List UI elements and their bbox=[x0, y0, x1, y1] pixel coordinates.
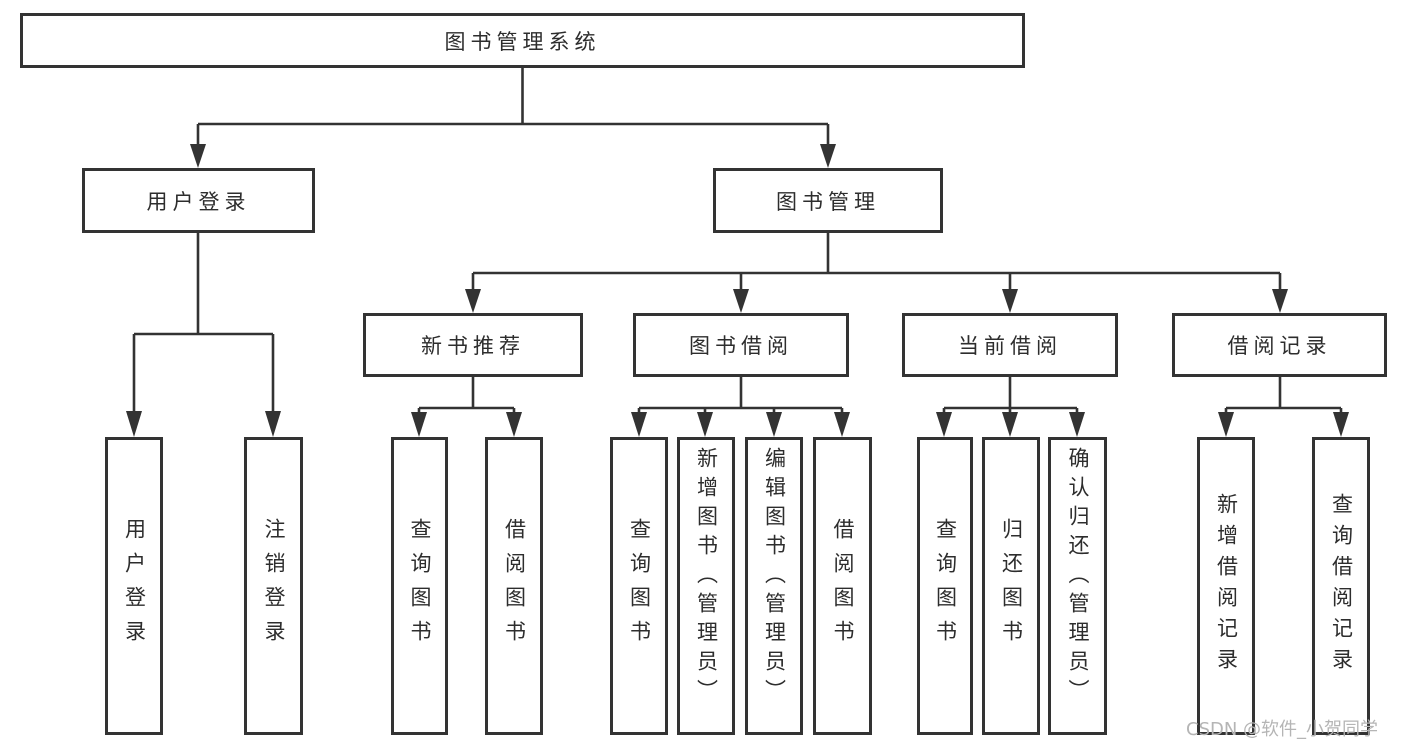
node-query-borrow-record: 查询借阅记录 bbox=[1312, 437, 1370, 735]
node-borrow-records: 借阅记录 bbox=[1172, 313, 1387, 377]
node-current-borrow: 当前借阅 bbox=[902, 313, 1118, 377]
node-logout: 注销登录 bbox=[244, 437, 303, 735]
connector-borrow-records-branch bbox=[1218, 377, 1349, 437]
node-edit-book-admin: 编辑图书（管理员） bbox=[745, 437, 803, 735]
node-user-login-leaf-label: 用户登录 bbox=[122, 518, 147, 654]
node-user-login-leaf: 用户登录 bbox=[105, 437, 163, 735]
node-query-book-recommend: 查询图书 bbox=[391, 437, 448, 735]
node-new-book-recommend: 新书推荐 bbox=[363, 313, 583, 377]
node-user-login-label: 用户登录 bbox=[146, 189, 251, 214]
node-add-book-admin: 新增图书（管理员） bbox=[677, 437, 735, 735]
node-edit-book-admin-label: 编辑图书（管理员） bbox=[762, 447, 787, 708]
node-query-book-borrow: 查询图书 bbox=[610, 437, 668, 735]
node-book-management-label: 图书管理 bbox=[776, 189, 880, 214]
node-user-login: 用户登录 bbox=[82, 168, 315, 233]
node-library-system: 图书管理系统 bbox=[20, 13, 1025, 68]
connector-current-borrow-branch bbox=[936, 377, 1085, 437]
node-borrow-records-label: 借阅记录 bbox=[1227, 334, 1332, 358]
connector-book-borrow-branch bbox=[631, 377, 850, 437]
connector-new-book-branch bbox=[411, 377, 522, 437]
connector-book-management-branch bbox=[465, 233, 1288, 313]
watermark: CSDN @软件_小贺同学 bbox=[1186, 719, 1379, 740]
node-query-book-recommend-label: 查询图书 bbox=[408, 518, 432, 654]
node-confirm-return-admin-label: 确认归还（管理员） bbox=[1066, 447, 1090, 708]
node-query-book-current-label: 查询图书 bbox=[933, 518, 958, 654]
node-query-book-borrow-label: 查询图书 bbox=[627, 518, 652, 654]
node-current-borrow-label: 当前借阅 bbox=[958, 334, 1062, 358]
node-add-book-admin-label: 新增图书（管理员） bbox=[694, 447, 719, 708]
connector-root-branch bbox=[190, 68, 836, 168]
node-add-borrow-record-label: 新增借阅记录 bbox=[1214, 493, 1239, 679]
node-book-management: 图书管理 bbox=[713, 168, 943, 233]
node-new-book-recommend-label: 新书推荐 bbox=[421, 334, 525, 358]
node-add-borrow-record: 新增借阅记录 bbox=[1197, 437, 1255, 735]
node-borrow-book-recommend-label: 借阅图书 bbox=[502, 518, 527, 654]
node-return-book-label: 归还图书 bbox=[999, 518, 1024, 654]
node-book-borrow-label: 图书借阅 bbox=[689, 334, 793, 358]
node-logout-label: 注销登录 bbox=[262, 518, 286, 654]
node-query-book-current: 查询图书 bbox=[917, 437, 973, 735]
node-confirm-return-admin: 确认归还（管理员） bbox=[1048, 437, 1107, 735]
node-borrow-book-recommend: 借阅图书 bbox=[485, 437, 543, 735]
node-book-borrow: 图书借阅 bbox=[633, 313, 849, 377]
connector-user-login-branch bbox=[126, 233, 281, 437]
node-library-system-label: 图书管理系统 bbox=[444, 29, 601, 54]
node-return-book: 归还图书 bbox=[982, 437, 1040, 735]
node-borrow-book-leaf-label: 借阅图书 bbox=[831, 518, 855, 654]
node-query-borrow-record-label: 查询借阅记录 bbox=[1329, 493, 1354, 679]
node-borrow-book-leaf: 借阅图书 bbox=[813, 437, 872, 735]
